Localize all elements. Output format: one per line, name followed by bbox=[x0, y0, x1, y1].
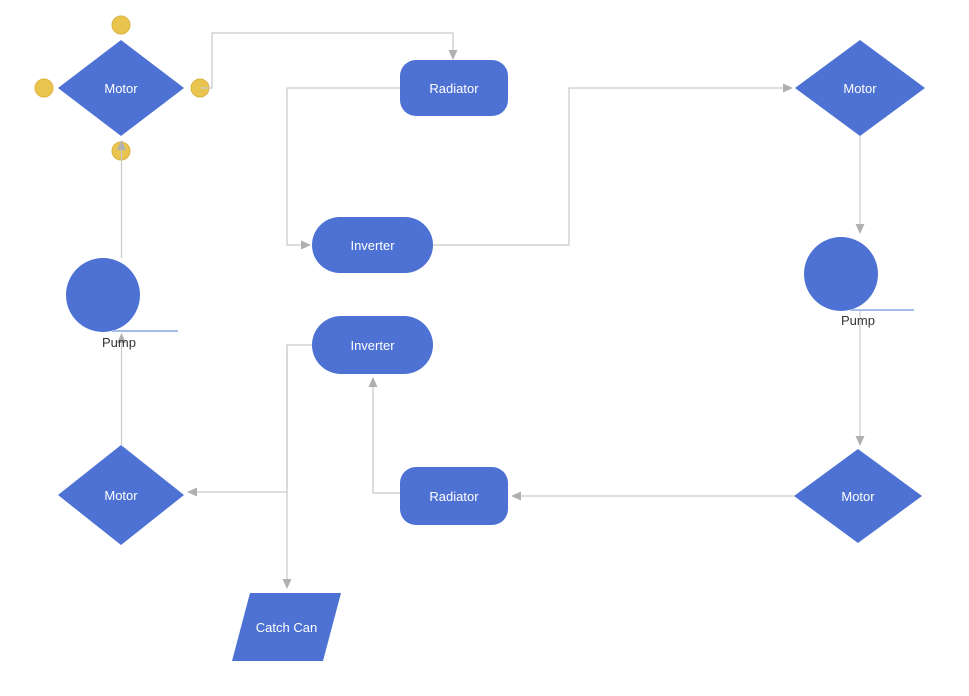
edge-radiator-bottom-to-inverter-bottom[interactable] bbox=[368, 377, 401, 494]
node-label: Catch Can bbox=[255, 619, 318, 635]
node-label: Inverter bbox=[350, 237, 395, 253]
edge-radiator-top-to-inverter-top[interactable] bbox=[286, 87, 400, 250]
edge-pump-right-to-motor-bottom-right[interactable] bbox=[855, 311, 865, 446]
edge-motor-bottom-left-to-pump-left[interactable] bbox=[117, 333, 126, 445]
node-label: Motor bbox=[104, 487, 138, 503]
node-label: Motor bbox=[104, 80, 138, 96]
pump-left-label: Pump bbox=[102, 335, 136, 350]
node-label: Motor bbox=[841, 488, 875, 504]
edge-inverter-bottom-to-motor-bottom-left[interactable] bbox=[187, 344, 312, 497]
edge-motor-top-right-to-pump-right[interactable] bbox=[855, 136, 865, 234]
node-pump-right[interactable] bbox=[804, 237, 878, 311]
edge-pump-left-to-motor-top-left[interactable] bbox=[117, 140, 126, 258]
node-radiator-bottom[interactable]: Radiator bbox=[400, 467, 508, 525]
node-inverter-bottom[interactable]: Inverter bbox=[312, 316, 433, 374]
connection-handle-top[interactable] bbox=[111, 15, 131, 35]
pump-right-label: Pump bbox=[841, 313, 875, 328]
pump-right-underline bbox=[850, 309, 914, 311]
node-radiator-top[interactable]: Radiator bbox=[400, 60, 508, 116]
pump-left-underline bbox=[112, 330, 178, 332]
node-label: Inverter bbox=[350, 337, 395, 353]
node-pump-left[interactable] bbox=[66, 258, 140, 332]
node-inverter-top[interactable]: Inverter bbox=[312, 217, 433, 273]
edge-inverter-top-to-motor-top-right[interactable] bbox=[433, 83, 793, 246]
connection-handle-left[interactable] bbox=[34, 78, 54, 98]
edge-motor-top-left-to-radiator-top[interactable] bbox=[200, 32, 458, 89]
node-catch-can[interactable]: Catch Can bbox=[232, 593, 341, 661]
node-label: Motor bbox=[843, 80, 877, 96]
node-label: Radiator bbox=[429, 80, 479, 96]
edge-motor-bottom-right-to-radiator-bottom[interactable] bbox=[511, 491, 794, 501]
node-label: Radiator bbox=[429, 488, 479, 504]
edge-inverter-bottom-to-catch-can[interactable] bbox=[282, 345, 292, 589]
